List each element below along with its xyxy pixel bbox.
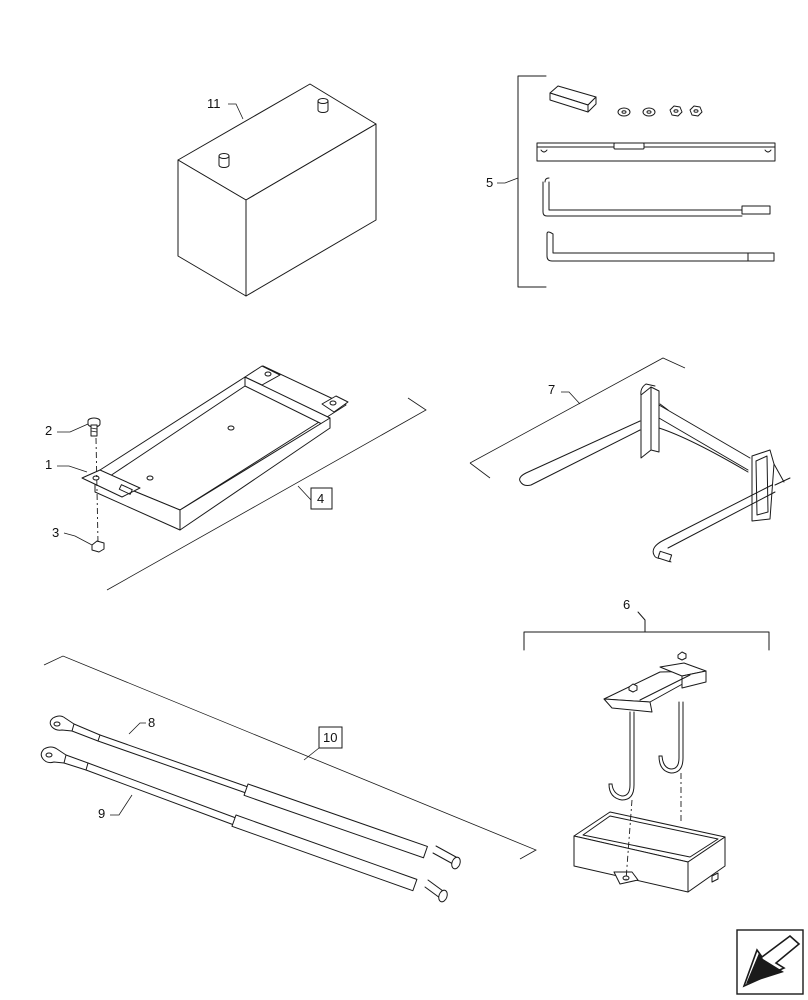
callout-7: 7: [548, 382, 581, 405]
bolt-part-2[interactable]: [87, 417, 101, 437]
cable-part-8[interactable]: [49, 715, 462, 870]
tray-kit-part-6[interactable]: [523, 611, 770, 893]
svg-text:10: 10: [323, 730, 337, 745]
svg-text:4: 4: [317, 491, 324, 506]
callout-3: 3: [52, 525, 93, 546]
svg-text:5: 5: [486, 175, 493, 190]
battery-tray-part-1[interactable]: [81, 365, 349, 531]
callout-4: 4: [297, 485, 333, 510]
callout-8: 8: [128, 715, 155, 735]
svg-text:6: 6: [623, 597, 630, 612]
callout-5: 5: [486, 175, 519, 190]
cable-part-9[interactable]: [40, 746, 449, 903]
group-bracket-10: [43, 655, 537, 860]
svg-text:9: 9: [98, 806, 105, 821]
group-bracket-4: [106, 397, 427, 591]
svg-text:1: 1: [45, 457, 52, 472]
callout-10: 10: [303, 726, 343, 761]
arrow-back-icon[interactable]: [736, 929, 804, 995]
callout-9: 9: [98, 794, 133, 821]
svg-text:3: 3: [52, 525, 59, 540]
battery-part-11[interactable]: [177, 83, 377, 297]
centerline-j-bolt-1: [625, 799, 633, 881]
nut-part-3[interactable]: [91, 540, 105, 553]
hold-down-kit-part-5[interactable]: [517, 75, 776, 288]
svg-text:7: 7: [548, 382, 555, 397]
svg-text:2: 2: [45, 423, 52, 438]
hold-down-frame-part-7[interactable]: [469, 357, 791, 563]
callout-2: 2: [45, 423, 89, 438]
callout-1: 1: [45, 457, 88, 473]
svg-text:11: 11: [207, 96, 221, 111]
callout-6: 6: [623, 597, 630, 612]
svg-text:8: 8: [148, 715, 155, 730]
callout-11: 11: [207, 96, 244, 120]
centerline-bolt: [95, 437, 99, 544]
